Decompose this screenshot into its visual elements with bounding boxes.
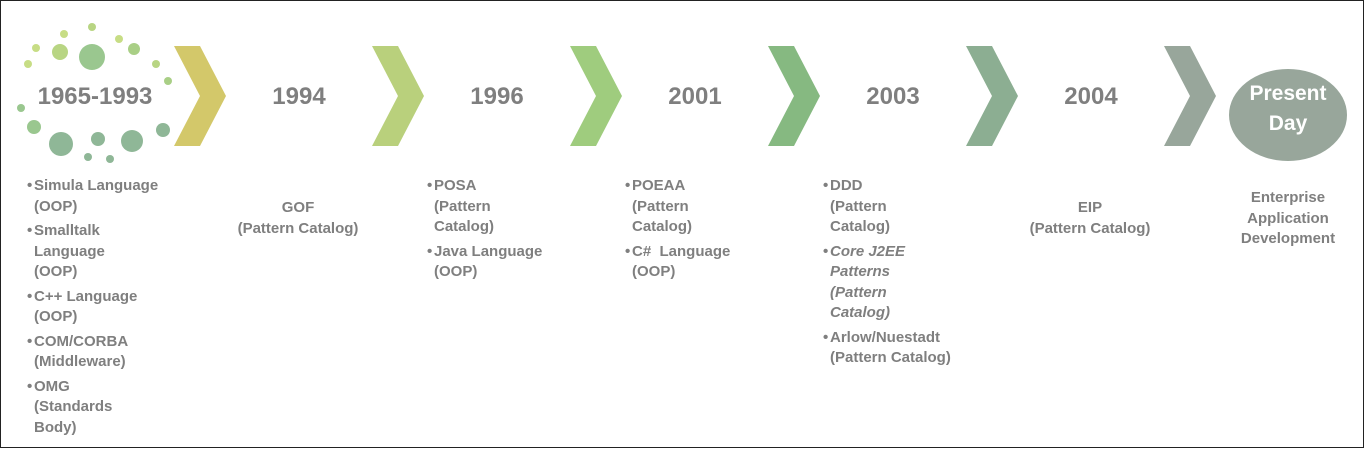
dot: [128, 43, 140, 55]
dot: [115, 35, 123, 43]
dot: [79, 44, 105, 70]
milestone-list-2003: •DDD (Pattern Catalog) •Core J2EE Patter…: [823, 176, 965, 373]
dot: [106, 155, 114, 163]
milestone-caption-2004: EIP (Pattern Catalog): [1029, 199, 1151, 237]
chevron-arrow-2: [372, 46, 424, 146]
dot: [156, 123, 170, 137]
list-item: •OMG (Standards Body): [27, 377, 113, 436]
dot: [152, 60, 160, 68]
chevron-arrow-6: [1164, 46, 1216, 146]
dot: [49, 132, 73, 156]
list-item: •Arlow/Nuestadt (Pattern Catalog): [823, 328, 951, 367]
chevron-arrow-4: [768, 46, 820, 146]
list-item: •POEAA (Pattern Catalog): [625, 177, 692, 235]
milestone-caption-1994: GOF (Pattern Catalog): [237, 199, 359, 237]
dot: [60, 30, 68, 38]
chevron-arrow-3: [570, 46, 622, 146]
list-item: •Java Language (OOP): [427, 242, 543, 281]
list-item: •COM/CORBA (Middleware): [27, 332, 128, 371]
dot: [24, 60, 32, 68]
list-item: •C# Language (OOP): [625, 242, 735, 281]
list-item: •DDD (Pattern Catalog): [823, 177, 890, 235]
year-label-2004: 2004: [1064, 83, 1118, 110]
dot: [84, 153, 92, 161]
milestone-list-2001: •POEAA (Pattern Catalog) •C# Language (O…: [625, 176, 742, 287]
list-item: •C++ Language (OOP): [27, 287, 138, 326]
chevron-arrow-1: [174, 46, 226, 146]
list-item: •Simula Language (OOP): [27, 177, 159, 215]
present-day-circle: Present Day: [1229, 69, 1347, 161]
dot: [32, 44, 40, 52]
milestone-list-1996: •POSA (Pattern Catalog) •Java Language (…: [427, 176, 559, 287]
dot: [27, 120, 41, 134]
year-label-1994: 1994: [272, 83, 326, 110]
dot: [17, 104, 25, 112]
year-label-1965-1993: 1965-1993: [37, 83, 153, 110]
year-label-2003: 2003: [866, 83, 920, 110]
chevron-arrow-5: [966, 46, 1018, 146]
present-day-caption: Enterprise Application Development: [1240, 189, 1336, 247]
dot: [88, 23, 96, 31]
dot: [91, 132, 105, 146]
dot: [52, 44, 68, 60]
year-label-2001: 2001: [668, 83, 722, 110]
list-item: •Core J2EE Patterns (Pattern Catalog): [823, 242, 906, 322]
list-item: •Smalltalk Language (OOP): [27, 222, 105, 280]
milestone-list-1965-1993: •Simula Language (OOP) •Smalltalk Langua…: [27, 176, 172, 442]
year-label-1996: 1996: [470, 83, 524, 110]
dot: [121, 130, 143, 152]
dot: [164, 77, 172, 85]
present-day-label: Present Day: [1249, 82, 1327, 135]
list-item: •POSA (Pattern Catalog): [427, 177, 494, 235]
